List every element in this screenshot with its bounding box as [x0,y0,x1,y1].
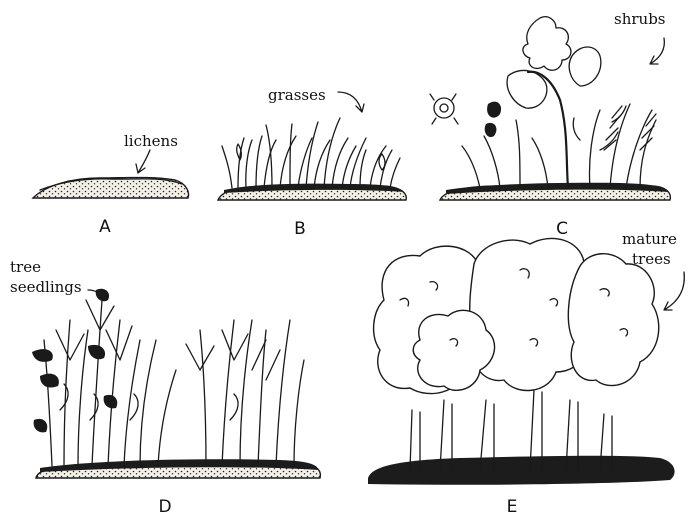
fern-fronds [604,106,656,150]
grasses-arrow [338,92,364,112]
broad-leaf [569,47,601,86]
panel-letter-a: A [99,217,111,237]
tree-seedlings-label-line1: tree [10,258,41,276]
panel-d: tree seedlings D [10,258,320,517]
panel-a: lichens A [33,132,188,237]
shrubs-label: shrubs [614,10,666,28]
shrubs-arrow [650,38,664,64]
tree-crown-4 [413,310,494,390]
flower-head [430,94,458,124]
panel-b: grasses B [218,86,406,239]
shrub-shading [485,102,501,137]
panel-letter-c: C [556,219,568,239]
curled-leaf [507,70,547,108]
tree-crown-3 [568,254,658,386]
mature-trees-label-line1: mature [622,230,677,248]
grasses-label: grasses [268,86,326,104]
grass-blades [222,118,400,188]
mature-trees-arrow [664,272,684,310]
panel-e: mature trees E [368,230,684,517]
humus-ground-e [368,456,675,485]
seedling-foliage [32,289,117,433]
mature-trees-label-line2: trees [632,250,671,268]
lichens-arrow [136,150,150,173]
seedling-stems [44,300,304,466]
tree-seedlings-label-line2: seedlings [10,278,82,296]
lichens-label: lichens [124,132,178,150]
panel-letter-e: E [507,497,518,517]
oak-leaf [523,17,571,71]
panel-letter-d: D [158,497,171,517]
panel-c: shrubs C [430,10,670,239]
panel-letter-b: B [294,219,306,239]
